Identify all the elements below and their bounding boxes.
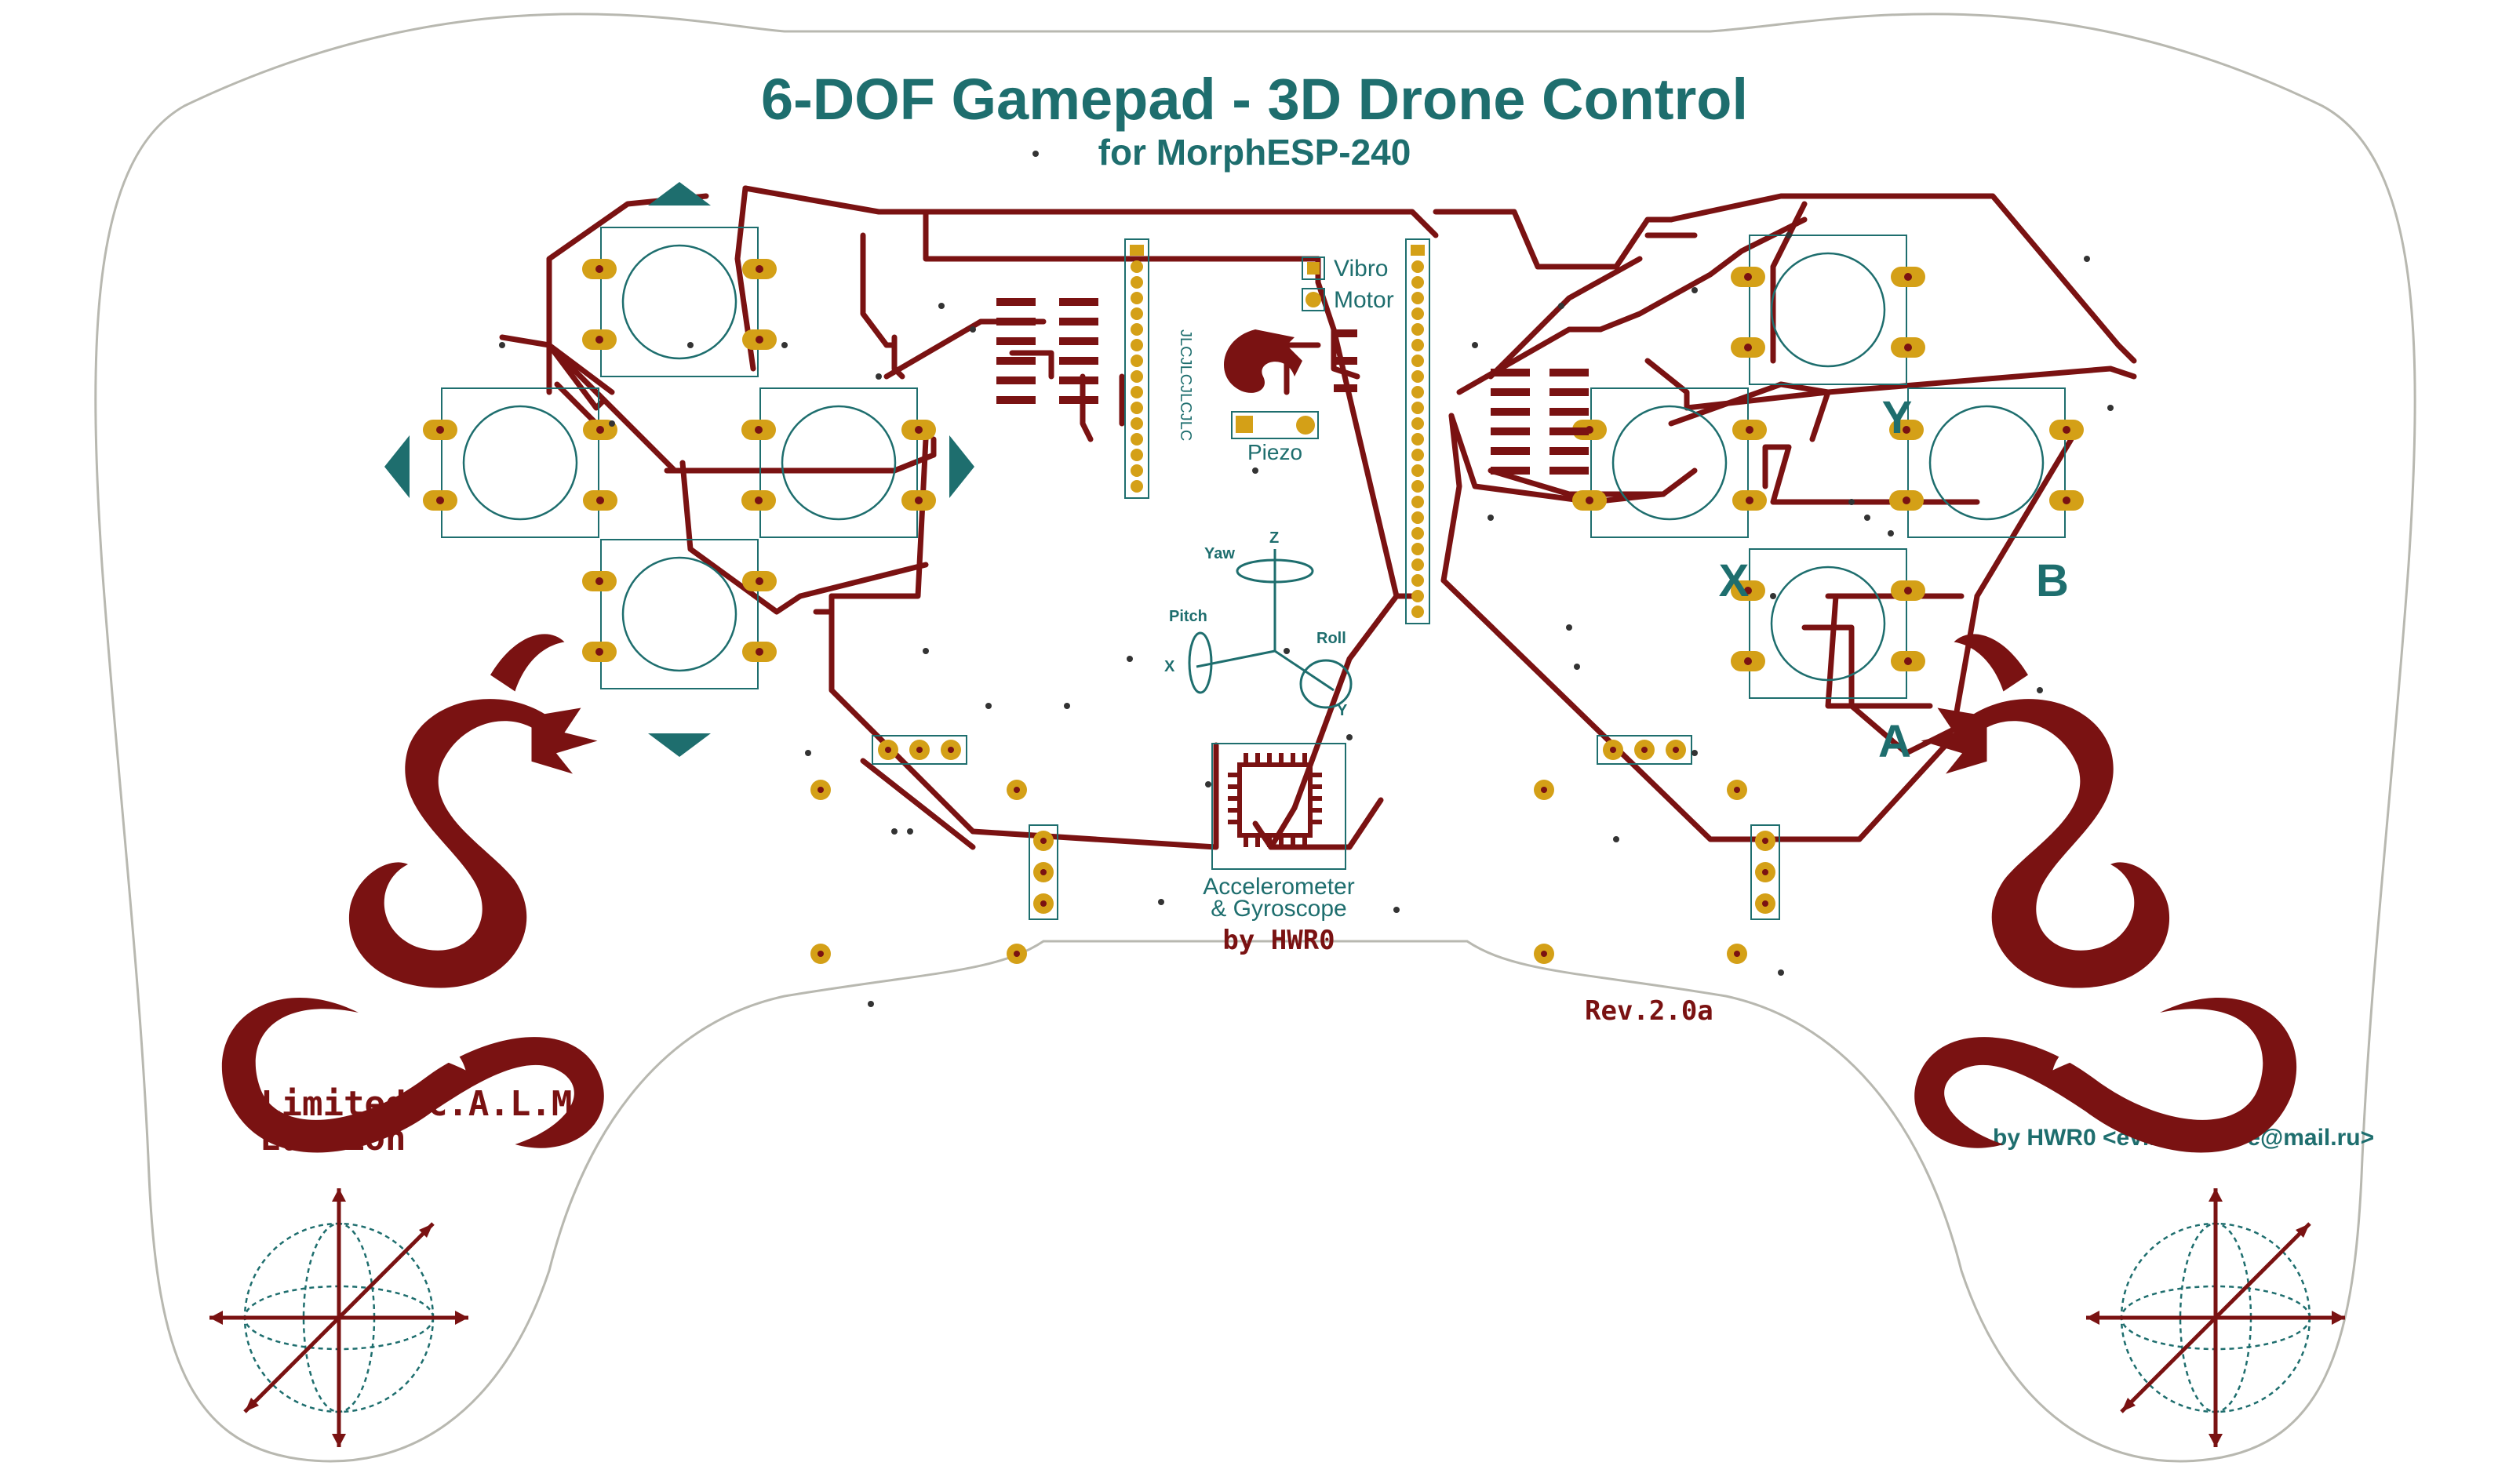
imu-label-line2: & Gyroscope <box>1211 896 1346 922</box>
vias <box>499 151 2114 1007</box>
copper-traces <box>499 185 2137 850</box>
center-credit: by HWR0 <box>1222 925 1335 956</box>
dpad-up-icon <box>648 182 711 206</box>
button-b-label: B <box>2036 555 2069 606</box>
axis-diagram <box>1188 549 1353 709</box>
axis-pitch: Pitch <box>1169 608 1207 625</box>
axis-y: Y <box>1337 702 1348 719</box>
vibro-label: Vibro <box>1334 256 1389 282</box>
axis-yaw: Yaw <box>1204 545 1235 562</box>
revision: Rev.2.0a <box>1585 995 1713 1027</box>
shift-register-left <box>996 298 1098 404</box>
motor-label-2: Motor <box>1334 287 1394 313</box>
imu-chip <box>1211 743 1346 870</box>
dpad-down-icon <box>648 733 711 757</box>
shift-register-right <box>1491 369 1589 475</box>
transistor-q <box>1334 329 1357 392</box>
button-x-label: X <box>1719 555 1750 606</box>
vibro-motor-pads <box>1302 256 1325 311</box>
left-pin-header <box>1124 238 1149 499</box>
right-pin-header <box>1405 238 1430 624</box>
board-subtitle: for MorphESP-240 <box>1098 132 1411 173</box>
board-title: 6-DOF Gamepad - 3D Drone Control <box>761 67 1748 132</box>
button-a-label: A <box>1878 716 1911 767</box>
dpad-right-icon <box>949 435 974 498</box>
piezo-pads <box>1231 411 1319 439</box>
button-y-label: Y <box>1882 392 1913 443</box>
silkscreen-jlc: JLCJLCJLCJLC <box>1177 329 1194 441</box>
dragon-logo-small <box>1224 329 1302 393</box>
piezo-label: Piezo <box>1247 440 1302 464</box>
connector-vert-left <box>1029 824 1058 920</box>
connector-3pin-left <box>872 735 967 765</box>
imu-label-line1: Accelerometer <box>1203 874 1354 900</box>
axis-z: Z <box>1269 529 1279 547</box>
connector-3pin-right <box>1597 735 1692 765</box>
axis-roll: Roll <box>1316 630 1346 647</box>
axis-x: X <box>1164 658 1175 675</box>
dpad-left-icon <box>384 435 410 498</box>
connector-vert-right <box>1750 824 1780 920</box>
